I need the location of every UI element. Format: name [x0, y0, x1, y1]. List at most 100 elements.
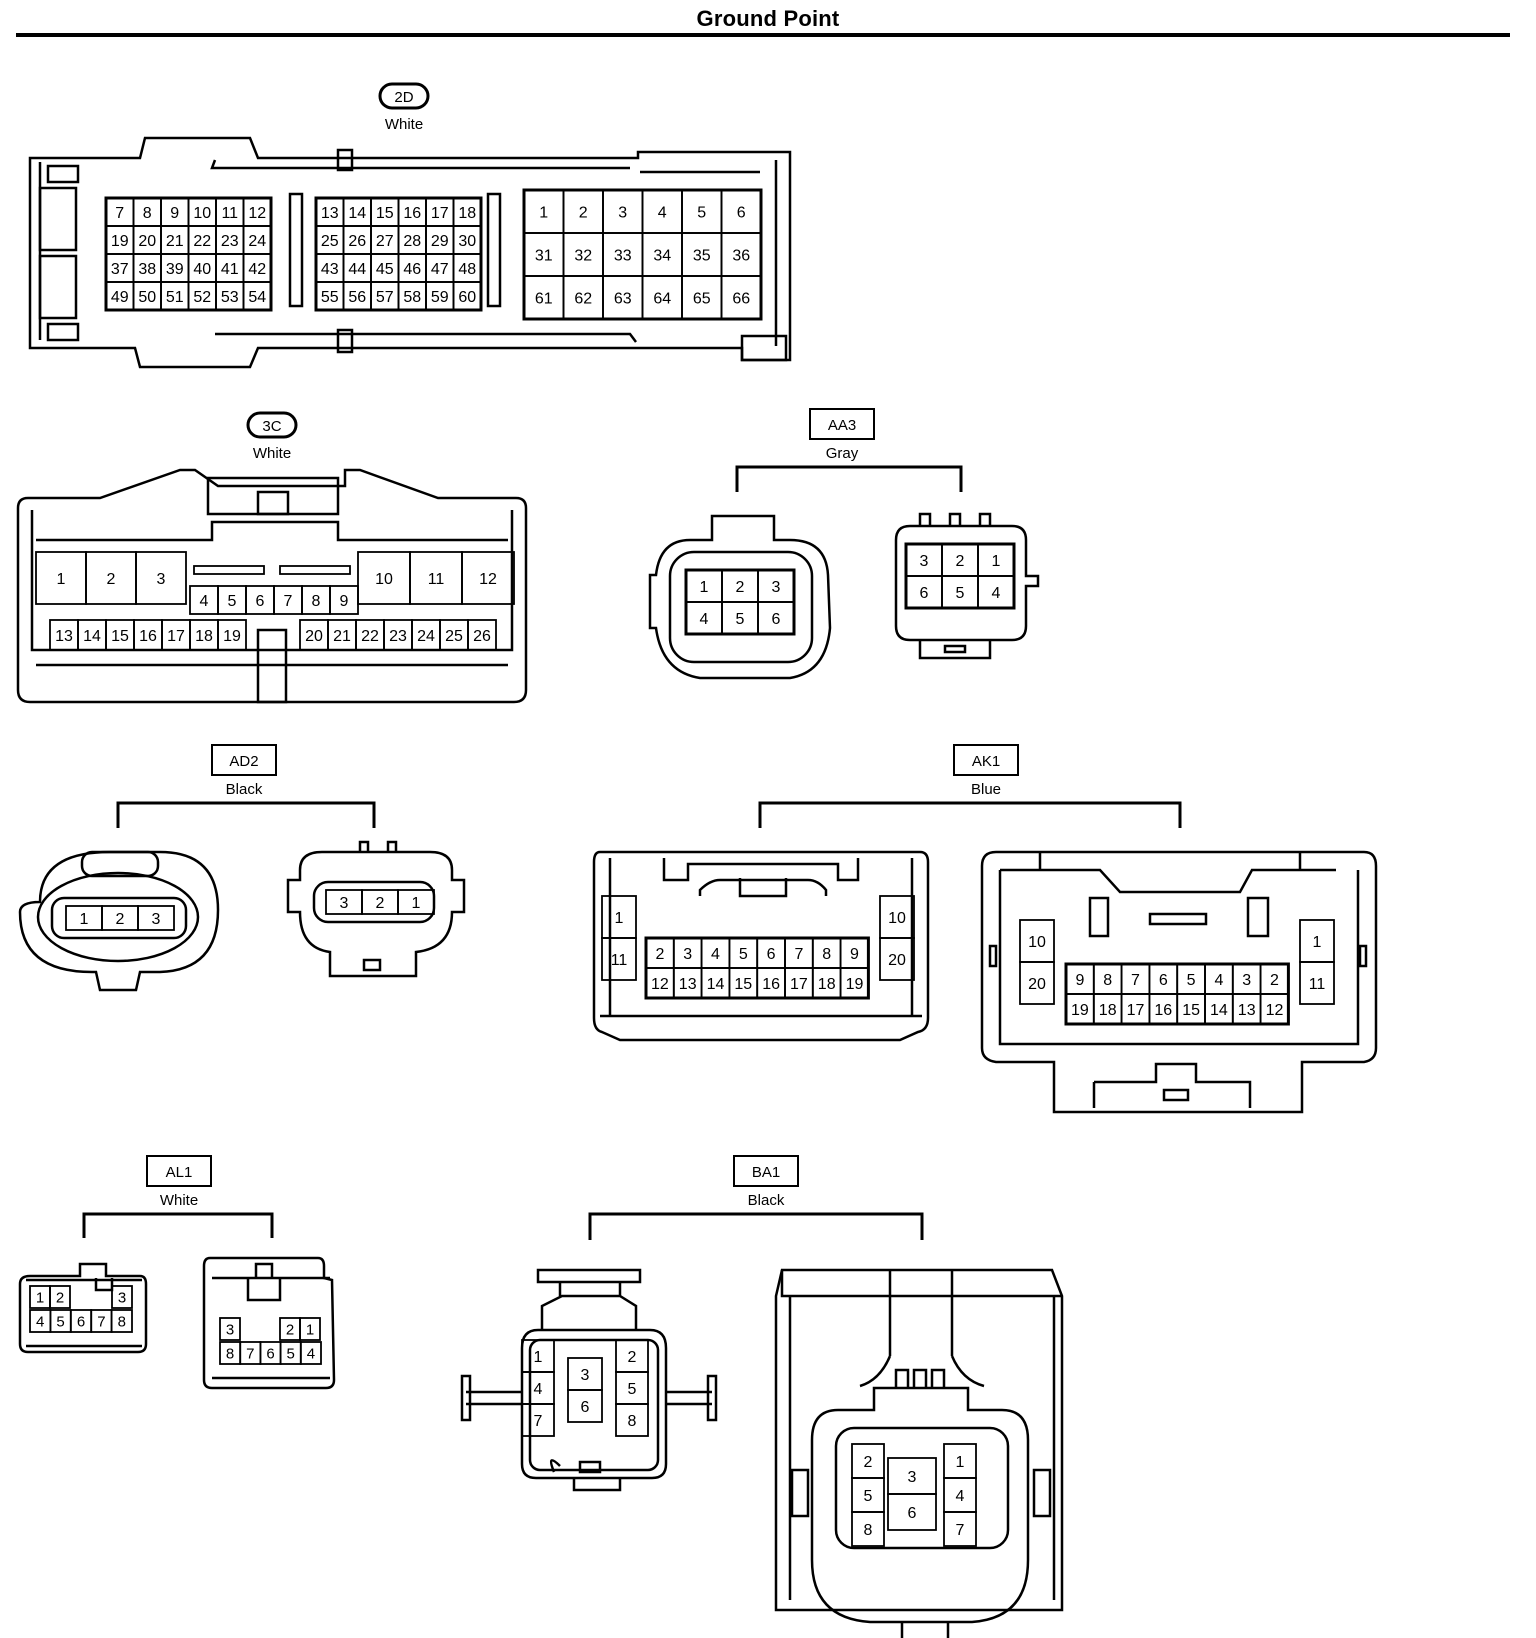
pin-number: 62	[574, 290, 592, 307]
pin-number: 4	[1214, 972, 1223, 989]
pin-number: 6	[256, 593, 265, 610]
pin-number: 42	[248, 261, 266, 278]
pin-number: 37	[111, 261, 129, 278]
pin-number: 10	[193, 205, 211, 222]
connector-3c-inner-outline	[30, 510, 514, 667]
pin-cell	[757, 601, 795, 635]
pin-number: 9	[1075, 972, 1084, 989]
pin-cell	[1019, 961, 1055, 1005]
pin-number: 1	[80, 911, 89, 928]
pin-number: 54	[248, 289, 266, 306]
connector-2d-latch-left-bottom	[46, 322, 80, 342]
pin-number: 12	[479, 571, 497, 588]
pin-number: 35	[693, 247, 711, 264]
pin-number: 4	[711, 946, 720, 963]
pin-number: 18	[1099, 1002, 1117, 1019]
pin-number: 4	[36, 1313, 44, 1330]
pin-number: 2	[864, 1454, 873, 1471]
connector-ak1-left-housing	[592, 850, 930, 1042]
pin-number: 13	[679, 976, 697, 993]
connector-3c-code: 3C	[262, 418, 281, 435]
pin-number: 21	[333, 628, 351, 645]
pin-number: 10	[375, 571, 393, 588]
pin-number: 11	[1309, 976, 1326, 993]
pin-number: 8	[822, 946, 831, 963]
pin-number: 18	[818, 976, 836, 993]
pin-cell	[720, 275, 762, 320]
pin-cell	[299, 1341, 322, 1365]
pin-cell	[601, 937, 637, 981]
connector-ba1-left-face	[528, 1338, 660, 1472]
pin-number: 30	[458, 233, 476, 250]
pin-number: 50	[138, 289, 156, 306]
pin-number: 43	[321, 261, 339, 278]
pin-number: 19	[111, 233, 129, 250]
connector-2d-code-badge	[378, 82, 430, 110]
connector-aa3-left-housing	[648, 514, 832, 680]
pin-number: 9	[340, 593, 349, 610]
pin-number: 6	[772, 611, 781, 628]
pin-number: 5	[228, 593, 237, 610]
pin-cell	[879, 937, 915, 981]
connector-2d-slot-left-a	[38, 186, 78, 252]
pin-number: 8	[864, 1522, 873, 1539]
pin-number: 18	[458, 205, 476, 222]
connector-ba1-bracket	[588, 1212, 924, 1240]
pin-number: 19	[846, 976, 864, 993]
pin-number: 5	[739, 946, 748, 963]
pin-number: 1	[534, 1349, 543, 1366]
pin-number: 3	[772, 579, 781, 596]
pin-number: 17	[167, 628, 185, 645]
pin-cell	[615, 1403, 649, 1437]
pin-number: 2	[956, 553, 965, 570]
pin-number: 3	[920, 553, 929, 570]
slot-bar	[279, 565, 351, 575]
pin-number: 7	[284, 593, 293, 610]
pin-number: 16	[403, 205, 421, 222]
pin-number: 38	[138, 261, 156, 278]
pin-number: 29	[431, 233, 449, 250]
pin-number: 8	[118, 1313, 126, 1330]
pin-number: 15	[1182, 1002, 1200, 1019]
pin-number: 20	[138, 233, 156, 250]
pin-number: 16	[1154, 1002, 1172, 1019]
pin-cell	[1259, 993, 1290, 1025]
pin-number: 9	[850, 946, 859, 963]
connector-3c-code-badge	[246, 411, 298, 439]
pin-number: 20	[305, 628, 323, 645]
connector-al1-right-inner	[212, 1262, 330, 1380]
pin-number: 8	[1103, 972, 1112, 989]
pin-number: 4	[700, 611, 709, 628]
pin-number: 58	[403, 289, 421, 306]
pin-number: 2	[655, 946, 664, 963]
connector-aa3-code-box	[809, 408, 875, 440]
pin-number: 7	[1131, 972, 1140, 989]
pin-number: 3	[226, 1321, 234, 1338]
pin-number: 57	[376, 289, 394, 306]
connector-ak1-color: Blue	[971, 781, 1001, 798]
connector-ad2-color: Black	[226, 781, 263, 798]
pin-number: 15	[111, 628, 129, 645]
pin-number: 2	[579, 204, 588, 221]
pin-number: 60	[458, 289, 476, 306]
connector-2d-divider-b	[486, 192, 502, 308]
connector-ad2-right-housing	[286, 850, 466, 978]
pin-number: 18	[195, 628, 213, 645]
pin-cell	[49, 1285, 71, 1309]
pin-number: 17	[790, 976, 808, 993]
pin-number: 1	[615, 910, 624, 927]
pin-number: 5	[697, 204, 706, 221]
pin-number: 3	[683, 946, 692, 963]
pin-number: 39	[166, 261, 184, 278]
pin-number: 16	[762, 976, 780, 993]
